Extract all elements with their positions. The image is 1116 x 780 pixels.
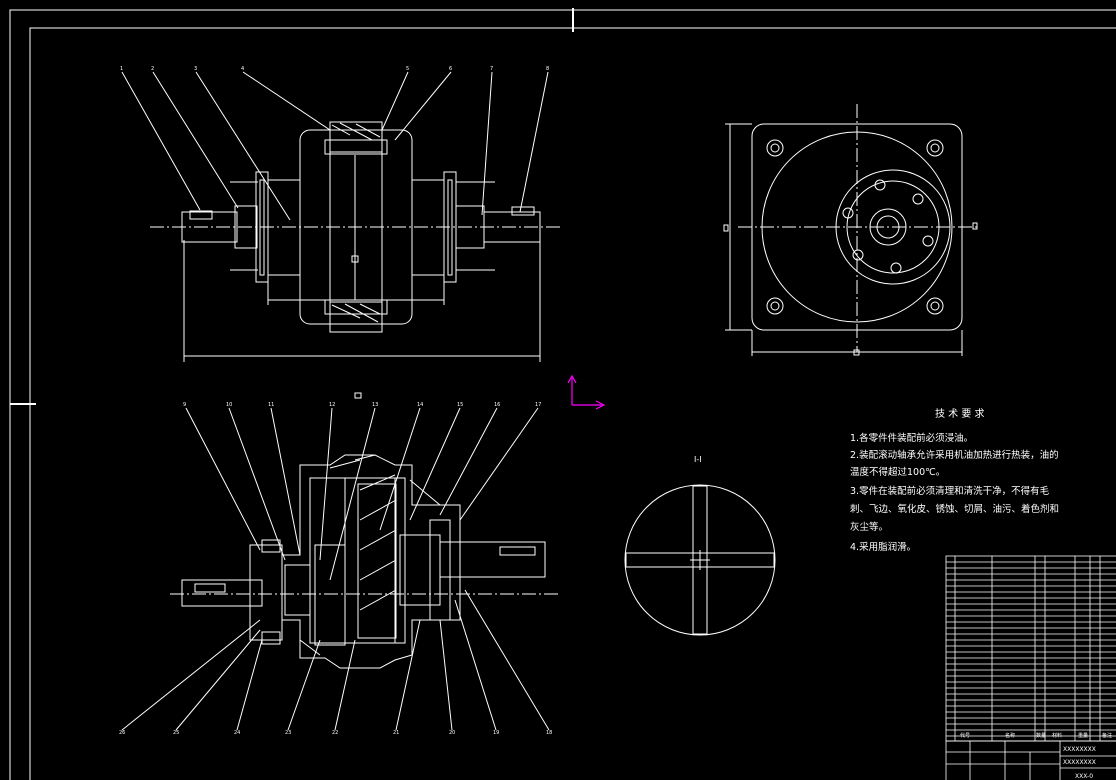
tech-req-line-2: 2.装配滚动轴承允许采用机油加热进行热装，油的 xyxy=(850,449,1059,461)
header-code: 代号 xyxy=(960,732,970,739)
title-school: XXXXXXXX xyxy=(1063,746,1096,753)
title-drawing: XXXXXXXX xyxy=(1063,759,1096,766)
technical-requirements: 技 术 要 求 1.各零件件装配前必须浸油。 2.装配滚动轴承允许采用机油加热进… xyxy=(850,407,1059,553)
balloon-13: 13 xyxy=(372,402,378,408)
balloon-16: 16 xyxy=(494,402,500,408)
tech-req-line-3: 温度不得超过100℃。 xyxy=(850,466,945,478)
balloon-19: 19 xyxy=(493,730,499,736)
balloon-11: 11 xyxy=(268,402,274,408)
balloon-17: 17 xyxy=(535,402,541,408)
tech-req-line-7: 4.采用脂润滑。 xyxy=(850,541,916,553)
balloon-8: 8 xyxy=(546,66,549,72)
balloon-12: 12 xyxy=(329,402,335,408)
section-label: I-I xyxy=(694,455,702,464)
balloon-20: 20 xyxy=(449,730,455,736)
header-qty: 数量 xyxy=(1036,732,1046,739)
tech-req-line-5: 刺、飞边、氧化皮、锈蚀、切屑、油污、着色剂和 xyxy=(850,503,1059,515)
balloon-14: 14 xyxy=(417,402,423,408)
balloon-6: 6 xyxy=(449,66,452,72)
balloon-26: 26 xyxy=(119,730,125,736)
section-I-I xyxy=(624,484,776,636)
balloon-4: 4 xyxy=(241,66,244,72)
balloon-labels-bottom: 9 10 11 12 13 14 15 16 17 26 25 24 23 22 21 20 19 18 xyxy=(119,402,552,736)
title-drawing-no: XXX-0 xyxy=(1075,773,1093,780)
tech-req-title: 技 术 要 求 xyxy=(935,407,985,420)
parts-list-headers: 代号 名称 数量 材料 重量 备注 XXXXXXXX XXXXXXXX XXX-… xyxy=(960,732,1112,780)
balloon-22: 22 xyxy=(332,730,338,736)
balloon-24: 24 xyxy=(234,730,240,736)
tech-req-line-1: 1.各零件件装配前必须浸油。 xyxy=(850,432,973,444)
header-remark: 备注 xyxy=(1102,732,1112,739)
drawing-frame xyxy=(9,8,1116,780)
balloon-2: 2 xyxy=(151,66,154,72)
front-view xyxy=(121,71,560,362)
side-view xyxy=(723,104,978,356)
balloon-23: 23 xyxy=(285,730,291,736)
header-material: 材料 xyxy=(1052,732,1062,739)
balloon-18: 18 xyxy=(546,730,552,736)
ucs-icon xyxy=(567,374,606,410)
balloon-25: 25 xyxy=(173,730,179,736)
tech-req-line-4: 3.零件在装配前必须清理和清洗干净，不得有毛 xyxy=(850,485,1050,497)
balloon-3: 3 xyxy=(194,66,197,72)
balloon-1: 1 xyxy=(120,66,123,72)
header-name: 名称 xyxy=(1005,732,1015,739)
balloon-10: 10 xyxy=(226,402,232,408)
balloon-9: 9 xyxy=(183,402,186,408)
parts-list xyxy=(945,555,1116,780)
header-weight: 重量 xyxy=(1078,732,1088,739)
balloon-15: 15 xyxy=(457,402,463,408)
balloon-labels-top: 1 2 3 4 5 6 7 8 xyxy=(120,66,549,72)
section-view xyxy=(121,407,560,731)
balloon-21: 21 xyxy=(393,730,399,736)
balloon-7: 7 xyxy=(490,66,493,72)
tech-req-line-6: 灰尘等。 xyxy=(850,521,888,533)
balloon-5: 5 xyxy=(406,66,409,72)
